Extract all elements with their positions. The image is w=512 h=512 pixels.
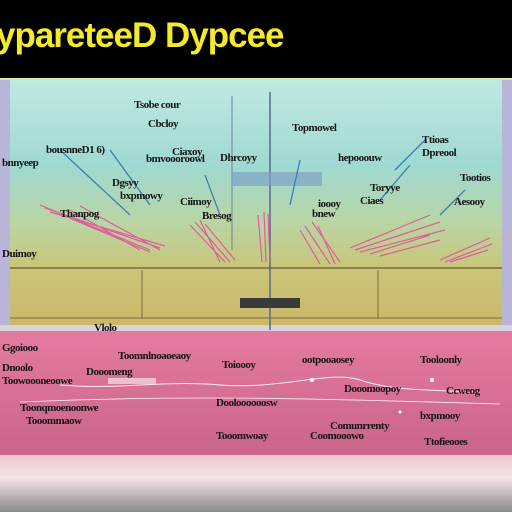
label-lower-4: ootpooaosey: [302, 354, 354, 366]
label-upper-7: Dhrcoyy: [220, 152, 257, 164]
label-upper-1: Tsobe cour: [134, 99, 181, 111]
label-lower-1: Ggoiooo: [2, 342, 38, 354]
label-upper-5: Ciaxoy: [172, 146, 203, 158]
label-lower-2: Toomnlnoaoeaoy: [118, 350, 191, 362]
label-lower-16: Ttofieooes: [424, 436, 468, 448]
label-lower-12: Dooloooooosw: [216, 397, 278, 409]
label-lower-11: Toonqmoenoonwe: [20, 402, 99, 414]
upper-panel: [0, 80, 512, 325]
label-upper-19: bnew: [312, 208, 336, 220]
separator-band: [0, 325, 512, 331]
label-upper-16: Thanpog: [60, 208, 99, 220]
label-lower-9: Dooomoopoy: [344, 383, 401, 395]
label-lower-13: Tooomwoay: [216, 430, 268, 442]
label-upper-21: Aesooy: [454, 196, 485, 208]
label-upper-2: Cbcloy: [148, 118, 179, 130]
lower-panel: [0, 331, 512, 455]
label-lower-6: Dnoolo: [2, 362, 33, 374]
label-lower-7: Dooomeng: [86, 366, 133, 378]
label-upper-10: Dpreool: [422, 147, 457, 159]
label-upper-20: ioooy: [318, 198, 341, 210]
label-lower-8: Toowoooneoowe: [2, 375, 73, 387]
label-upper-18: Bresog: [202, 210, 232, 222]
label-upper-13: bxpmowy: [120, 190, 163, 202]
diagram-frame: [0, 78, 512, 510]
label-upper-14: Toryye: [370, 182, 400, 194]
label-lower-10: Comunrrenty: [330, 420, 390, 432]
label-lower-5: Tooloonly: [420, 354, 462, 366]
label-lower-3: Toioooy: [222, 359, 256, 371]
label-left-2: Duimoy: [2, 248, 37, 260]
label-upper-4: bousnneD1 6): [46, 144, 105, 156]
label-upper-17: Ciimoy: [180, 196, 212, 208]
label-left-1: bnnyeep: [2, 157, 39, 169]
label-lower-17: Ccweog: [446, 385, 480, 397]
label-lower-14: Coomooowo: [310, 430, 364, 442]
label-upper-15: Ciaes: [360, 195, 384, 207]
label-lower-18: Tooommaow: [26, 415, 82, 427]
label-upper-9: Ttioas: [422, 134, 449, 146]
label-upper-3: Topmowel: [292, 122, 337, 134]
bottom-strip: [0, 455, 512, 512]
label-upper-12: Dgsyy: [112, 177, 139, 189]
label-upper-6: bmvoooroowl: [146, 153, 205, 165]
label-lower-15: bxpmooy: [420, 410, 460, 422]
diagram-title: ypareteeD Dypcee: [0, 16, 285, 55]
label-upper-11: Tootios: [460, 172, 491, 184]
label-upper-8: hepooouw: [338, 152, 382, 164]
separator-label: Vlolo: [94, 322, 117, 334]
